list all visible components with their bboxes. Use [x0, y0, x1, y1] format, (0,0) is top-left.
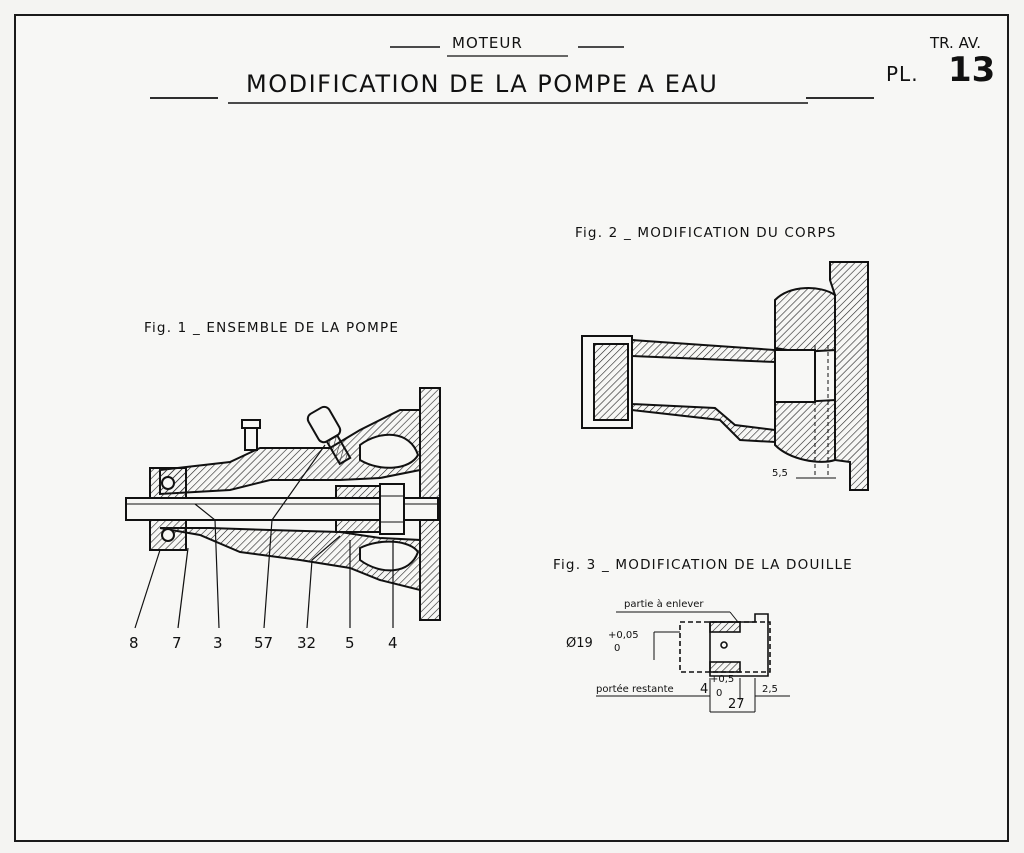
- fig2-caption: Fig. 2 _ MODIFICATION DU CORPS: [575, 225, 837, 241]
- fig3-caption: Fig. 3 _ MODIFICATION DE LA DOUILLE: [553, 557, 853, 573]
- length-value: 27: [728, 697, 745, 712]
- label-remaining-bearing: portée restante: [596, 684, 674, 695]
- chapter-label: TR. AV.: [930, 34, 981, 52]
- remaining-value: 4: [700, 682, 709, 697]
- page-title: MODIFICATION DE LA POMPE A EAU: [246, 70, 719, 98]
- fig2-dimension: 5,5: [772, 468, 788, 479]
- diameter-value: Ø19: [566, 636, 593, 651]
- section-label: MOTEUR: [452, 34, 523, 52]
- fig3-bushing: [596, 611, 790, 713]
- plate-prefix: PL.: [886, 62, 919, 86]
- callout-4: 4: [388, 634, 398, 652]
- callout-57: 57: [254, 634, 274, 652]
- label-part-to-remove: partie à enlever: [624, 599, 704, 610]
- callout-7: 7: [172, 634, 182, 652]
- plate-number: 13: [948, 50, 996, 90]
- fig1-caption: Fig. 1 _ ENSEMBLE DE LA POMPE: [144, 320, 400, 336]
- fig2-pump-body: [581, 261, 869, 491]
- fig1-pump-assembly: [125, 387, 441, 629]
- remaining-tol-lower: 0: [716, 688, 723, 699]
- remaining-tol-upper: +0,5: [710, 674, 735, 685]
- offset-value: 2,5: [762, 684, 778, 695]
- diameter-tol-lower: 0: [614, 643, 621, 654]
- diameter-tol-upper: +0,05: [608, 630, 639, 641]
- callout-32: 32: [297, 634, 317, 652]
- callout-5: 5: [345, 634, 355, 652]
- callout-3: 3: [213, 634, 223, 652]
- callout-8: 8: [129, 634, 139, 652]
